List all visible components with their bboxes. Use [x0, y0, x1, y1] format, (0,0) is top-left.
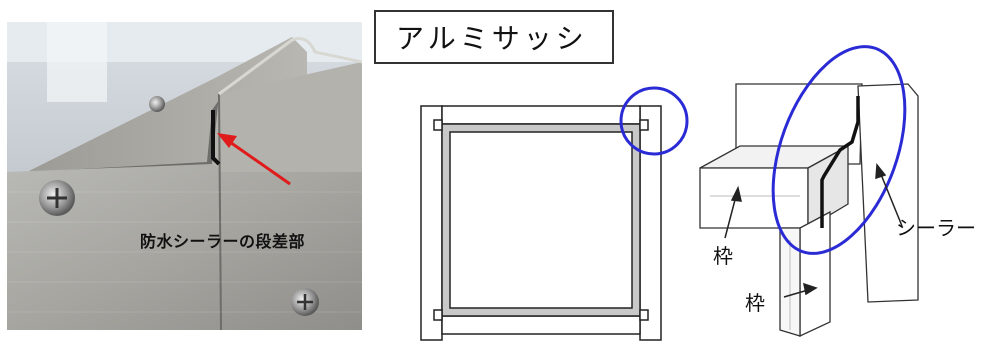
window-elevation [420, 105, 662, 341]
corner-highlight-circle [619, 86, 689, 156]
page-title: アルミサッシ [396, 22, 588, 55]
sash-diagram-svg [420, 45, 919, 341]
sash-diagram: 枠 枠 シーラー [370, 0, 998, 341]
arrow-icon [217, 133, 291, 186]
sealer-label: シーラー [896, 216, 976, 240]
photo-caption: 防水シーラーの段差部 [140, 232, 306, 251]
sealer-highlight-ellipse [771, 45, 907, 255]
frame-label-a: 枠 [713, 244, 733, 268]
sealer-step-photo: 防水シーラーの段差部 [7, 22, 362, 330]
title-box: アルミサッシ [374, 10, 614, 64]
screw-icon [39, 180, 75, 216]
photo-image [7, 22, 362, 330]
frame-label-b: 枠 [745, 291, 765, 315]
